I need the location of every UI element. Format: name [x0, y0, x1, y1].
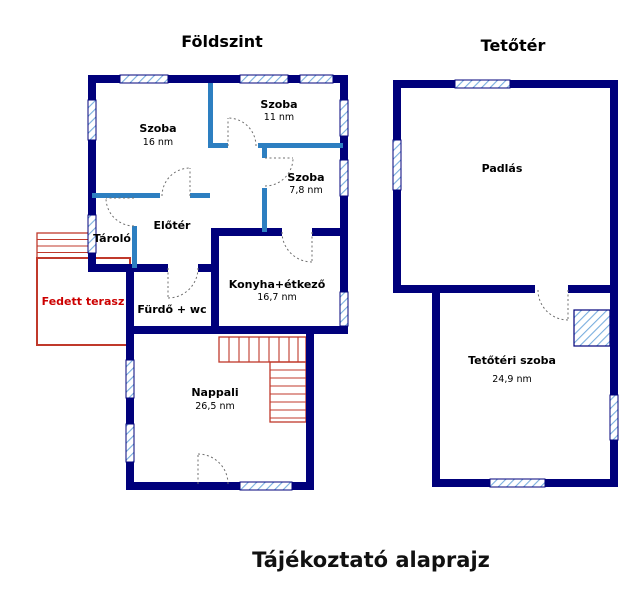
window-opening: [299, 74, 334, 84]
attic-exterior-walls: [393, 80, 618, 487]
window-opening: [239, 481, 293, 491]
door-arc: [537, 289, 569, 321]
room-label-furdo: Fürdő + wc: [137, 303, 206, 316]
room-label-szoba78: Szoba: [287, 171, 324, 184]
ground-floor-title: Földszint: [181, 32, 263, 51]
covered-terrace-outline: [36, 257, 131, 346]
ground-floor-interior-navy-walls: [88, 228, 340, 334]
window-opening: [392, 139, 402, 191]
window-opening: [87, 99, 97, 141]
room-label-szoba11: Szoba: [260, 98, 297, 111]
room-label-fedett-terasz: Fedett terasz: [42, 295, 125, 308]
built-in-closet: [573, 309, 611, 347]
room-label-tetoteri-szoba: Tetőtéri szoba: [468, 354, 556, 367]
room-area-tetoteri-szoba: 24,9 nm: [492, 374, 531, 385]
door-arc: [264, 157, 294, 187]
window-opening: [339, 159, 349, 197]
window-opening: [454, 79, 511, 89]
room-area-szoba78: 7,8 nm: [289, 185, 322, 196]
ground-floor-doors: [105, 117, 313, 485]
room-label-padlas: Padlás: [482, 162, 523, 175]
room-label-eloter: Előtér: [154, 219, 192, 232]
window-opening: [87, 214, 97, 254]
window-opening: [489, 478, 546, 488]
door-arc: [161, 167, 191, 197]
room-label-tarolo: Tároló: [93, 232, 131, 245]
ground-floor-windows: [87, 74, 349, 491]
door-arc: [167, 267, 199, 299]
room-label-nappali: Nappali: [191, 386, 238, 399]
caption-title: Tájékoztató alaprajz: [252, 548, 490, 572]
window-opening: [339, 99, 349, 137]
room-label-szoba16: Szoba: [139, 122, 176, 135]
door-arc: [105, 197, 135, 227]
attic-windows: [392, 79, 619, 488]
room-area-nappali: 26,5 nm: [195, 401, 234, 412]
attic-title: Tetőtér: [481, 36, 546, 55]
window-opening: [609, 394, 619, 441]
door-arc: [281, 231, 313, 263]
room-area-szoba11: 11 nm: [264, 112, 294, 123]
window-opening: [125, 423, 135, 463]
ground-floor-partition-walls: [92, 83, 343, 268]
entrance-stairs: [36, 232, 93, 260]
attic-plan: Padlás Tetőtéri szoba 24,9 nm: [392, 79, 619, 488]
attic-labels: Padlás Tetőtéri szoba 24,9 nm: [468, 162, 556, 385]
window-opening: [239, 74, 289, 84]
window-opening: [119, 74, 169, 84]
window-opening: [339, 291, 349, 327]
interior-l-stairs: [218, 336, 307, 423]
ground-floor-plan: Szoba 16 nm Szoba 11 nm Szoba 7,8 nm Tár…: [36, 74, 349, 491]
room-area-konyha: 16,7 nm: [257, 292, 296, 303]
ground-floor-labels: Szoba 16 nm Szoba 11 nm Szoba 7,8 nm Tár…: [42, 98, 326, 412]
room-area-szoba16: 16 nm: [143, 137, 173, 148]
room-label-konyha: Konyha+étkező: [229, 278, 326, 291]
door-arc: [197, 453, 229, 485]
door-arc: [227, 117, 257, 147]
window-opening: [125, 359, 135, 399]
